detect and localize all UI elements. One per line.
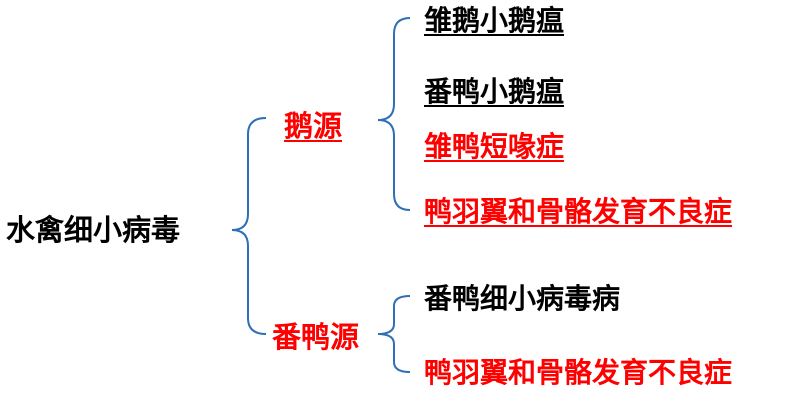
goose-bracket — [377, 17, 411, 211]
leaf-wing-skeleton-dysplasia-duck: 鸭羽翼和骨骼发育不良症 — [424, 356, 733, 389]
leaf-gosling-goose-plague: 雏鹅小鹅瘟 — [424, 4, 565, 37]
leaf-wing-skeleton-dysplasia-goose: 鸭羽翼和骨骼发育不良症 — [424, 195, 733, 228]
root-bracket — [231, 117, 267, 335]
duck-bracket — [377, 295, 411, 373]
branch-muscovy-duck-origin: 番鸭源 — [272, 320, 360, 354]
leaf-muscovy-goose-plague: 番鸭小鹅瘟 — [424, 75, 565, 108]
leaf-duckling-short-beak: 雏鸭短喙症 — [424, 130, 565, 163]
branch-goose-origin: 鹅源 — [284, 109, 343, 143]
root-label: 水禽细小病毒 — [6, 213, 181, 247]
leaf-muscovy-parvovirus: 番鸭细小病毒病 — [424, 282, 621, 315]
